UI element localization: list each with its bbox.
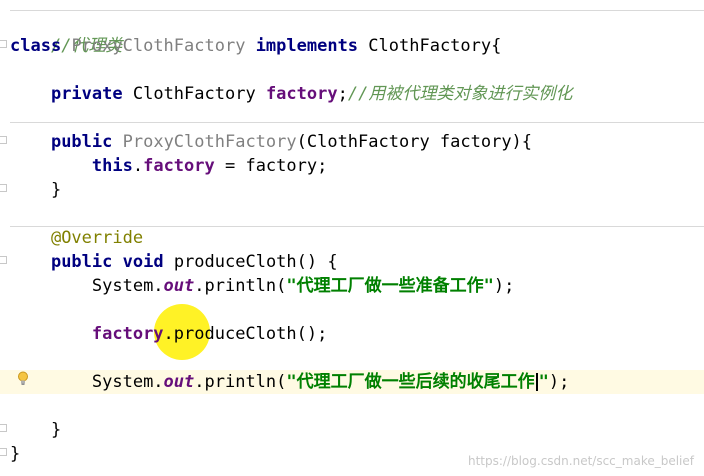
semicolon: ; [337,84,348,104]
brace: } [10,444,21,464]
dot: . [132,156,144,176]
annotation: @Override [50,228,144,248]
static-field-out: out [163,276,195,296]
println-call: .println( [194,276,287,296]
comment: //用被代理类对象进行实例化 [347,84,573,104]
keyword-void: void [122,252,164,272]
code-line[interactable]: public void produceCloth() { [10,250,338,274]
string-literal: "代理工厂做一些后续的收尾工作 [286,372,535,392]
comment: //代理类 [50,36,123,56]
keyword-class: class [10,36,62,56]
keyword-public: public [50,132,113,152]
fold-marker-icon[interactable] [0,184,7,192]
system-ref: System. [91,372,164,392]
string-literal: "代理工厂做一些准备工作" [286,276,494,296]
gutter [0,0,10,476]
field-name: factory [265,84,338,104]
code-line[interactable]: } [10,418,61,442]
string-quote: " [538,372,549,392]
close-paren: ); [493,276,515,296]
lightbulb-icon[interactable] [17,371,29,386]
fold-marker-icon[interactable] [0,424,7,432]
code-line[interactable]: } [10,442,20,466]
field-type: ClothFactory [132,84,256,104]
assignment: = factory; [214,156,328,176]
keyword-public: public [50,252,113,272]
code-line[interactable]: @Override [10,226,143,250]
println-call: .println( [194,372,287,392]
field-ref: factory [91,324,164,344]
fold-marker-icon[interactable] [0,448,7,456]
code-line[interactable]: class ProxyClothFactory implements Cloth… [10,34,501,58]
method-separator [10,122,704,123]
fold-marker-icon[interactable] [0,136,7,144]
method-call: .produceCloth(); [163,324,328,344]
watermark: https://blog.csdn.net/scc_make_belief [467,454,694,468]
brace: } [50,420,62,440]
code-line[interactable]: } [10,178,61,202]
current-line[interactable]: System.out.println("代理工厂做一些后续的收尾工作"); [0,370,704,394]
keyword-private: private [50,84,123,104]
mouse-highlight [154,304,210,360]
close-paren: ); [548,372,570,392]
code-line[interactable]: private ClothFactory factory;//用被代理类对象进行… [10,82,572,106]
system-ref: System. [91,276,164,296]
constructor-params: (ClothFactory factory){ [296,132,533,152]
constructor-name: ProxyClothFactory [122,132,297,152]
method-separator [10,226,704,227]
code-line[interactable]: System.out.println("代理工厂做一些准备工作"); [10,274,514,298]
fold-marker-icon[interactable] [0,40,7,48]
method-separator [10,10,704,11]
static-field-out: out [163,372,195,392]
field-ref: factory [143,156,215,176]
class-name: ProxyClothFactory [71,36,246,56]
interface-name: ClothFactory [368,36,492,56]
code-line[interactable]: public ProxyClothFactory(ClothFactory fa… [10,130,532,154]
code-line[interactable]: this.factory = factory; [10,154,327,178]
keyword-this: this [91,156,133,176]
method-signature: produceCloth() { [173,252,338,272]
brace: { [491,36,502,56]
code-line[interactable]: //代理类 [10,10,122,56]
brace: } [50,180,62,200]
keyword-implements: implements [255,36,359,56]
fold-marker-icon[interactable] [0,256,7,264]
code-line[interactable]: factory.produceCloth(); [10,322,327,346]
text-caret [535,373,538,391]
